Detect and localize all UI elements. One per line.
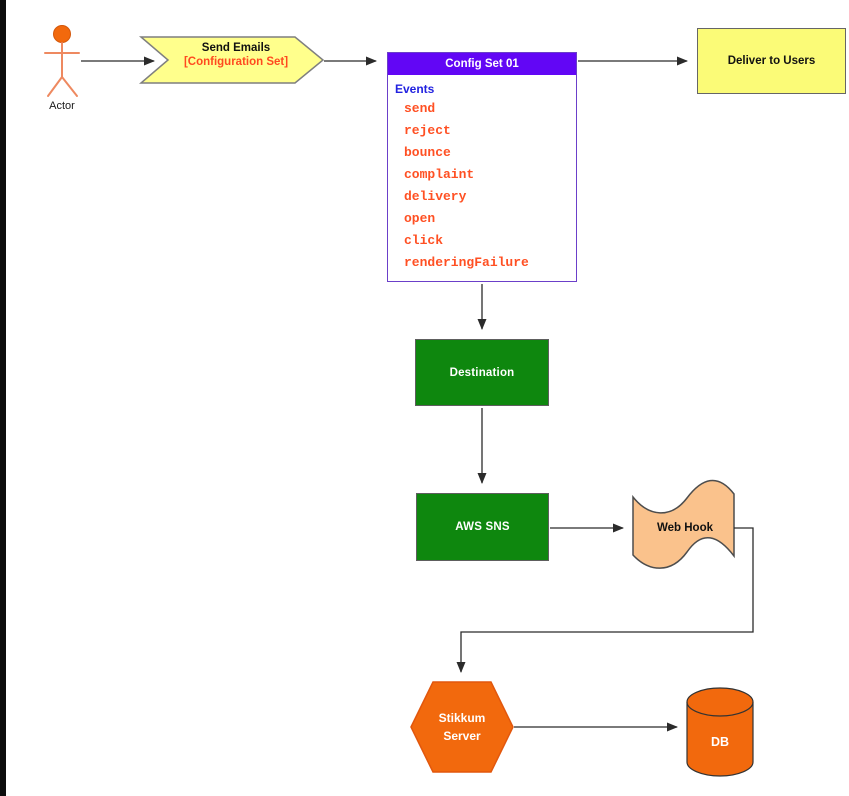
send-emails-shape — [138, 36, 325, 84]
send-emails-subtitle: [Configuration Set] — [183, 56, 289, 68]
events-section-label: Events — [395, 82, 435, 96]
web-hook-shape — [632, 479, 735, 569]
send-emails-node: Send Emails [Configuration Set] — [172, 41, 300, 69]
events-list: send reject bounce complaint delivery op… — [388, 98, 576, 274]
event-item-click: click — [404, 233, 444, 248]
actor-label: Actor — [49, 100, 75, 112]
actor-figure-icon — [44, 25, 80, 97]
config-set-title: Config Set 01 — [388, 53, 576, 75]
event-item-open: open — [404, 211, 436, 226]
window-edge-strip — [0, 0, 6, 796]
event-item-bounce: bounce — [404, 145, 451, 160]
event-item-renderingfailure: renderingFailure — [404, 255, 529, 270]
event-item-delivery: delivery — [404, 189, 467, 204]
edge-webhook-to-stikkum — [456, 527, 754, 673]
stikkum-server-shape — [410, 681, 514, 773]
event-item-reject: reject — [404, 123, 451, 138]
config-set-node: Config Set 01 Events send reject bounce … — [387, 52, 577, 282]
destination-node: Destination — [415, 339, 549, 406]
event-item-complaint: complaint — [404, 167, 475, 182]
aws-sns-node: AWS SNS — [416, 493, 549, 561]
db-cylinder-shape — [686, 687, 754, 777]
deliver-to-users-node: Deliver to Users — [697, 28, 846, 94]
event-item-send: send — [404, 101, 436, 116]
send-emails-title: Send Emails — [201, 42, 271, 54]
